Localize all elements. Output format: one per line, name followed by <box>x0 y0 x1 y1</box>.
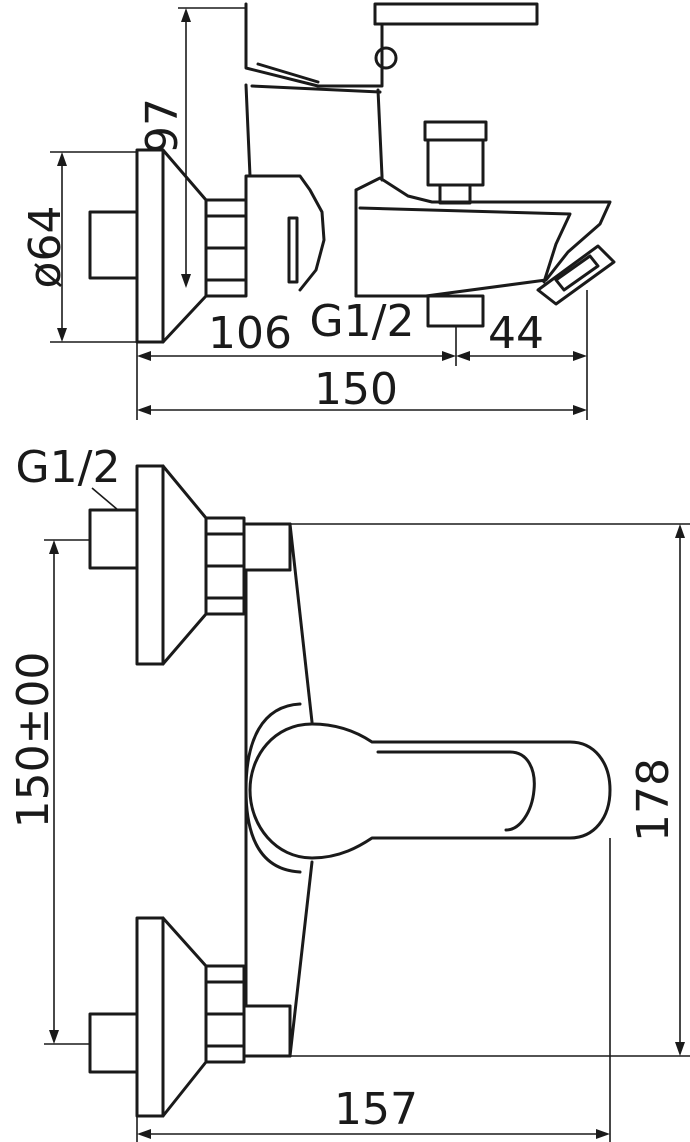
dim-106-44: 106 44 G1/2 <box>136 290 588 420</box>
dim-157-label: 157 <box>334 1084 418 1135</box>
dim-97: 97 <box>137 7 246 288</box>
front-thread-callout: G1/2 <box>16 442 121 511</box>
front-thread-label: G1/2 <box>16 442 121 493</box>
side-shower-outlet <box>426 294 485 328</box>
front-upper-flange <box>88 464 246 666</box>
front-mixer-body <box>242 522 314 1058</box>
dim-178-label: 178 <box>628 758 679 842</box>
dim-diameter-64-label: ø64 <box>20 206 71 289</box>
front-lever-handle <box>248 722 612 860</box>
side-aerator <box>536 244 616 306</box>
front-lower-flange <box>88 916 246 1118</box>
side-hex-nut <box>204 198 248 298</box>
dim-150-tolerance: 150±00 <box>8 539 90 1045</box>
side-lever-handle <box>244 2 539 88</box>
dim-97-label: 97 <box>137 98 188 154</box>
dim-150-tolerance-label: 150±00 <box>8 652 59 829</box>
dim-diameter-64: ø64 <box>20 151 137 343</box>
side-view: 97 ø64 106 44 G1/2 <box>20 2 616 420</box>
dim-44-label: 44 <box>488 308 544 359</box>
side-spout <box>354 176 612 298</box>
dim-157: 157 <box>136 838 611 1142</box>
dim-150: 150 <box>137 364 587 415</box>
dim-150-label: 150 <box>314 364 398 415</box>
side-inlet-stub <box>88 210 139 280</box>
dim-106-label: 106 <box>208 308 292 359</box>
side-diverter-knob <box>423 120 488 205</box>
dim-178: 178 <box>290 523 690 1057</box>
side-wall-flange <box>135 148 208 344</box>
side-mixer-body <box>244 83 384 292</box>
side-thread-label: G1/2 <box>310 296 415 347</box>
front-view: G1/2 150±00 178 157 <box>8 442 690 1142</box>
